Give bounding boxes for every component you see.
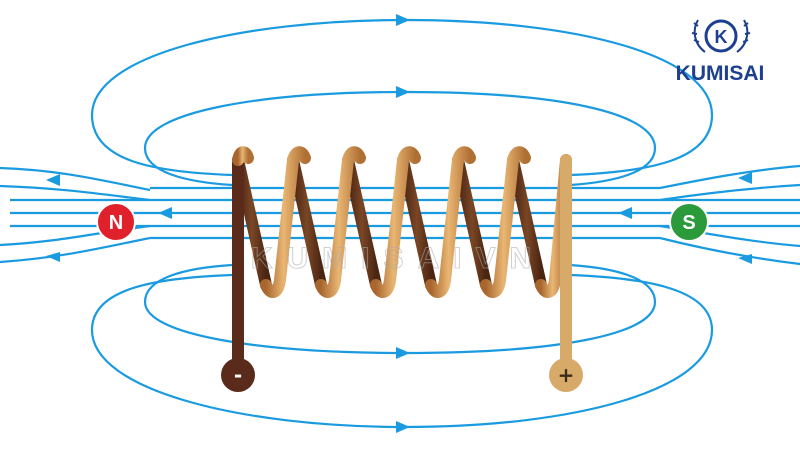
coil-back-strand xyxy=(507,154,547,291)
arrow-icon xyxy=(618,207,632,219)
negative-terminal: - xyxy=(221,358,255,392)
coil-front-top-cap xyxy=(232,146,254,166)
brand-logo: K KUMISAI xyxy=(676,19,765,85)
brand-emblem xyxy=(704,19,738,53)
brand-mark: K xyxy=(715,27,728,47)
coil-back-strand xyxy=(342,154,382,291)
magnetic-field-lines xyxy=(0,18,800,429)
laurel-icon xyxy=(691,19,751,53)
south-pole: S xyxy=(669,202,709,242)
north-pole-circle xyxy=(96,202,136,242)
negative-terminal-label: - xyxy=(234,363,242,387)
field-line-right-fan xyxy=(659,236,800,266)
arrow-icon xyxy=(158,207,172,219)
brand-name: KUMISAI xyxy=(676,62,765,85)
field-direction-arrows xyxy=(46,14,752,433)
coil-front-strand xyxy=(370,146,421,298)
coil-back-strand xyxy=(452,154,492,291)
arrow-icon xyxy=(396,347,410,359)
arrow-icon xyxy=(46,252,60,262)
field-line-right-fan xyxy=(659,164,800,190)
coil-back-strand xyxy=(287,154,327,291)
north-pole: N xyxy=(96,202,136,242)
watermark-text: KUMISAIVN xyxy=(251,242,545,275)
field-line-left-fan xyxy=(0,184,151,202)
south-pole-label: S xyxy=(682,212,695,234)
arrow-icon xyxy=(396,421,410,433)
field-line-left-fan xyxy=(0,166,151,192)
coil-back-strand xyxy=(397,154,437,291)
field-line-right-fan xyxy=(659,183,800,202)
coil-front-strand xyxy=(480,146,531,298)
negative-terminal-circle xyxy=(221,358,255,392)
coil-front-strand xyxy=(315,146,366,298)
south-pole-circle xyxy=(669,202,709,242)
arrow-icon xyxy=(396,14,410,26)
field-loop-bottom-inner xyxy=(143,263,657,355)
coil-front-strand xyxy=(535,154,572,298)
coil-front-strands xyxy=(232,146,572,298)
coil-front-strand xyxy=(425,146,476,298)
arrow-icon xyxy=(396,86,410,98)
positive-terminal-label: + xyxy=(558,363,575,387)
coil-front-strand xyxy=(260,146,311,298)
field-line-left-fan xyxy=(0,236,151,264)
arrow-icon xyxy=(738,172,752,184)
positive-terminal-circle xyxy=(549,358,583,392)
north-pole-label: N xyxy=(109,212,123,234)
arrow-icon xyxy=(738,254,752,264)
positive-terminal: + xyxy=(549,358,583,392)
arrow-icon xyxy=(46,174,60,186)
